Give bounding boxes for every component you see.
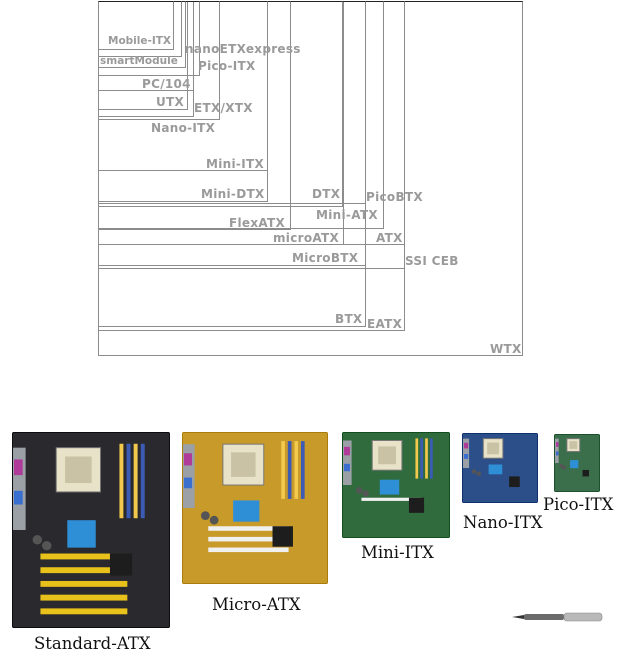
form-factor-label-mini-atx: Mini-ATX — [316, 208, 378, 222]
vga-port — [344, 463, 350, 472]
motherboard-photo-pico-itx — [554, 434, 600, 492]
capacitor — [471, 469, 477, 474]
capacitor — [356, 487, 363, 494]
cpu-socket-inner — [378, 446, 396, 465]
form-factor-label-mini-dtx: Mini-DTX — [201, 187, 265, 201]
motherboard-photo-standard-atx — [12, 432, 170, 628]
cpu-socket-inner — [231, 452, 256, 477]
ram-slot — [140, 443, 145, 519]
capacitor — [32, 535, 43, 545]
form-factor-label-microbtx: MicroBTX — [292, 251, 359, 265]
vga-port — [556, 451, 559, 456]
serial-port — [184, 453, 193, 466]
form-factor-label-picobtx: PicoBTX — [366, 190, 423, 204]
form-factor-label-btx: BTX — [335, 312, 363, 326]
vga-port — [14, 490, 23, 505]
ram-slot — [430, 438, 433, 479]
form-factor-label-mobile-itx: Mobile-ITX — [108, 35, 172, 47]
form-factor-label-atx: ATX — [376, 231, 403, 245]
form-factor-label-pc104: PC/104 — [142, 77, 191, 91]
serial-port — [344, 446, 350, 456]
pen-cap — [563, 612, 603, 622]
capacitor — [209, 515, 219, 525]
capacitor — [362, 490, 369, 497]
form-factor-label-ssi-ceb: SSI CEB — [405, 254, 459, 268]
expansion-slot — [40, 580, 128, 587]
capacitor — [42, 540, 52, 551]
io-panel — [555, 438, 559, 463]
expansion-slot — [208, 536, 289, 542]
chip — [408, 497, 425, 513]
expansion-slot — [40, 553, 128, 560]
chipset-heatsink — [67, 520, 96, 548]
cpu-socket-inner — [65, 456, 92, 484]
io-panel — [343, 440, 352, 485]
cpu-socket-inner — [487, 442, 499, 455]
ram-slot — [420, 438, 423, 479]
pen-body — [524, 614, 564, 620]
vga-port — [184, 477, 193, 489]
motherboard-photo-mini-itx — [342, 432, 450, 538]
caption-mini-itx: Mini-ITX — [361, 543, 434, 562]
form-factor-label-wtx: WTX — [490, 342, 522, 356]
expansion-slot — [208, 547, 289, 553]
chipset-heatsink — [570, 460, 579, 469]
ram-slot — [287, 441, 292, 499]
caption-micro-atx: Micro-ATX — [212, 595, 301, 614]
pen-nib — [512, 615, 524, 619]
cpu-socket — [222, 443, 265, 486]
chipset-heatsink — [488, 464, 503, 475]
caption-pico-itx: Pico-ITX — [543, 495, 614, 514]
form-factor-label-nano-itx: Nano-ITX — [151, 121, 216, 135]
ram-slot — [425, 438, 428, 479]
caption-standard-atx: Standard-ATX — [34, 634, 151, 653]
expansion-slot — [40, 567, 128, 574]
expansion-slot — [40, 608, 128, 615]
fountain-pen-icon — [510, 610, 604, 629]
form-factor-label-eatx: EATX — [367, 317, 403, 331]
expansion-slot — [40, 594, 128, 601]
io-panel — [463, 438, 470, 468]
serial-port — [14, 459, 23, 476]
chip — [272, 526, 293, 547]
chip — [109, 553, 133, 576]
form-factor-label-mini-itx: Mini-ITX — [206, 157, 264, 171]
ram-slot — [126, 443, 131, 519]
ram-slot — [300, 441, 305, 499]
chipset-heatsink — [379, 479, 400, 495]
form-factor-box-mobile-itx — [98, 1, 174, 50]
serial-port — [556, 442, 559, 447]
motherboard-photo-micro-atx — [182, 432, 328, 584]
chipset-heatsink — [233, 500, 260, 522]
form-factor-label-etx-xtx: ETX/XTX — [194, 101, 253, 115]
ram-slot — [294, 441, 299, 499]
ram-slot — [281, 441, 285, 499]
serial-port — [464, 442, 469, 449]
capacitor — [476, 471, 481, 476]
io-panel — [183, 444, 195, 508]
ram-slot — [415, 438, 419, 479]
motherboard-photo-nano-itx — [462, 433, 538, 503]
caption-nano-itx: Nano-ITX — [463, 513, 543, 532]
vga-port — [464, 454, 469, 459]
form-factor-label-flexatx: FlexATX — [229, 216, 286, 230]
expansion-slot — [208, 526, 289, 531]
expansion-slot — [361, 497, 421, 501]
ram-slot — [133, 443, 138, 519]
capacitor — [562, 465, 567, 470]
form-factor-label-utx: UTX — [156, 95, 185, 109]
chip — [509, 476, 520, 488]
cpu-socket-inner — [569, 441, 578, 449]
chip — [582, 469, 589, 477]
capacitor — [200, 511, 210, 520]
form-factor-label-nanoetx-express: nanoETXexpress — [185, 42, 301, 56]
form-factor-label-smartmodule: smartModule — [100, 55, 178, 67]
form-factor-label-microatx: microATX — [273, 231, 340, 245]
form-factor-label-pico-itx: Pico-ITX — [198, 59, 256, 73]
form-factor-label-dtx: DTX — [312, 187, 341, 201]
ram-slot — [119, 443, 124, 519]
